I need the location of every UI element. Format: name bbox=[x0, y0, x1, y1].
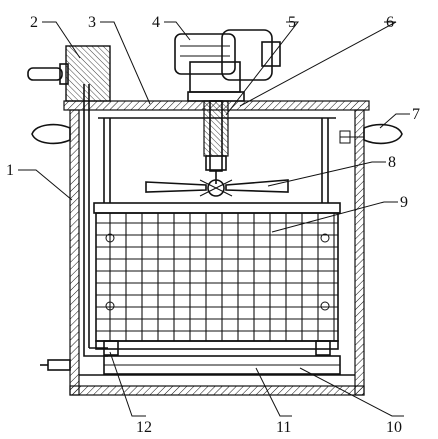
label-10: 10 bbox=[386, 419, 402, 436]
label-7: 7 bbox=[412, 106, 420, 123]
leader-lines bbox=[18, 21, 410, 417]
side-handles bbox=[31, 123, 403, 145]
drain-fitting bbox=[40, 359, 71, 371]
label-11: 11 bbox=[276, 419, 291, 436]
terminal-box bbox=[27, 45, 111, 357]
label-2: 2 bbox=[30, 14, 38, 31]
callout-labels: 1 2 3 4 5 6 7 8 9 10 11 12 bbox=[6, 14, 420, 436]
label-8: 8 bbox=[388, 154, 396, 171]
label-1: 1 bbox=[6, 162, 14, 179]
label-6: 6 bbox=[386, 14, 394, 31]
bottom-assembly bbox=[79, 340, 355, 376]
label-4: 4 bbox=[152, 14, 160, 31]
heating-grid bbox=[93, 202, 341, 342]
impeller bbox=[145, 179, 289, 197]
label-12: 12 bbox=[136, 419, 152, 436]
label-9: 9 bbox=[400, 194, 408, 211]
label-5: 5 bbox=[288, 14, 296, 31]
stirrer-shaft bbox=[203, 100, 229, 184]
label-3: 3 bbox=[88, 14, 96, 31]
inner-frame bbox=[98, 117, 336, 203]
